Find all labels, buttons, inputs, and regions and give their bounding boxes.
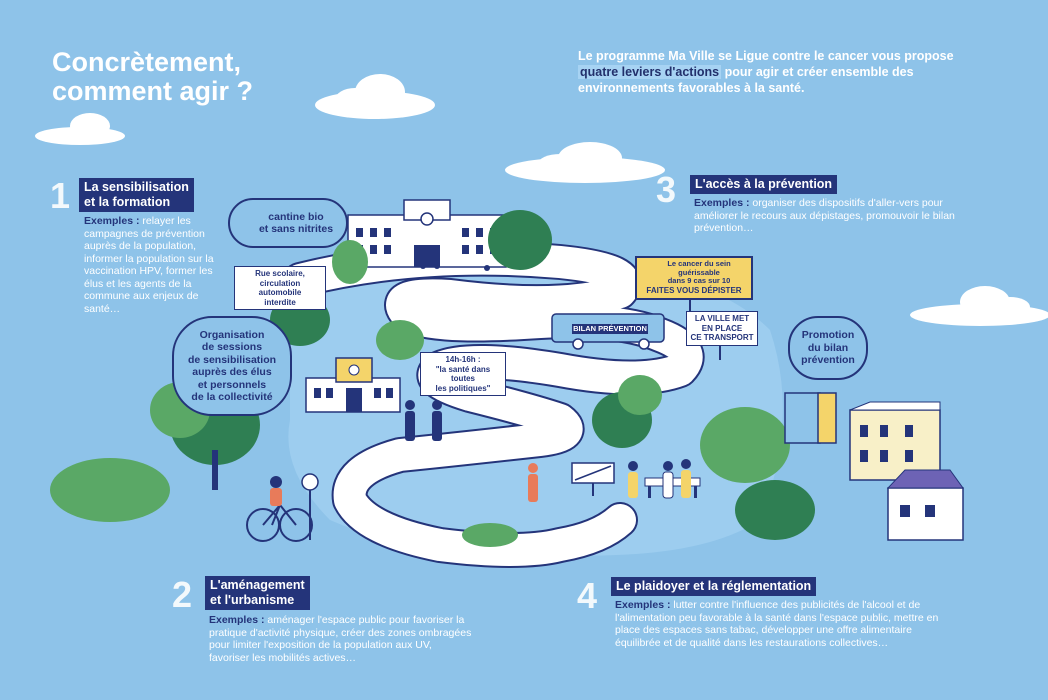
- intro-part-2: pour agir et créer ensemble des environn…: [578, 65, 914, 95]
- cloud-icon: [505, 142, 665, 183]
- lever-4-title: Le plaidoyer et la réglementation: [611, 577, 817, 596]
- cyclist-icon: [246, 473, 319, 542]
- examples-text: aménager l'espace public pour favoriser …: [209, 614, 472, 664]
- lever-2-title: L'aménagement et l'urbanisme: [205, 576, 310, 610]
- lever-3-title: L'accès à la prévention: [690, 175, 838, 194]
- examples-text: relayer les campagnes de prévention aupr…: [84, 215, 214, 315]
- bubble-cantine: cantine bio et sans nitrites: [228, 198, 348, 248]
- bubble-bilan: Promotion du bilan prévention: [788, 316, 868, 380]
- examples-text: organiser des dispositifs d'aller-vers p…: [694, 197, 955, 234]
- poster-depistage: Le cancer du sein guérissable dans 9 cas…: [635, 256, 753, 300]
- no-smoking-sign: [571, 462, 615, 496]
- school-building: [347, 199, 507, 268]
- intro-part-1: Le programme Ma Ville se Ligue contre le…: [578, 49, 954, 63]
- lever-2-number: 2: [172, 574, 193, 615]
- cloud-icon: [910, 286, 1048, 326]
- lever-4-number: 4: [577, 575, 598, 616]
- poster-cta: FAITES VOUS DÉPISTER: [646, 285, 742, 295]
- cloud-icon: [315, 74, 435, 119]
- examples-label: Exemples :: [694, 197, 750, 209]
- apartment-building: [784, 392, 964, 541]
- examples-label: Exemples :: [84, 215, 140, 227]
- people-icon: [405, 263, 691, 502]
- cloud-icon: [35, 113, 125, 145]
- page-title: Concrètement, comment agir ?: [52, 47, 254, 106]
- lever-1-examples: Exemples : relayer les campagnes de prév…: [84, 215, 224, 315]
- bus-label: BILAN PRÉVENTION: [573, 324, 647, 333]
- road: [282, 240, 705, 568]
- sign-sante-politiques: 14h-16h : "la santé dans toutes les poli…: [420, 352, 506, 396]
- lever-3-examples: Exemples : organiser des dispositifs d'a…: [694, 197, 974, 235]
- examples-label: Exemples :: [209, 614, 265, 626]
- intro-highlight: quatre leviers d'actions: [578, 65, 722, 79]
- sign-ville-transport: LA VILLE MET EN PLACE CE TRANSPORT: [686, 311, 758, 346]
- lever-2-examples: Exemples : aménager l'espace public pour…: [209, 614, 474, 664]
- lever-1-number: 1: [50, 175, 71, 216]
- poster-line: Le cancer du sein guérissable dans 9 cas…: [667, 259, 731, 285]
- lever-1-title: La sensibilisation et la formation: [79, 178, 194, 212]
- lever-3-number: 3: [656, 169, 677, 210]
- examples-text: lutter contre l'influence des publicités…: [615, 599, 939, 649]
- bubble-sessions: Organisation de sessions de sensibilisat…: [172, 316, 292, 416]
- town-hall-building: [305, 357, 401, 413]
- lever-4-examples: Exemples : lutter contre l'influence des…: [615, 599, 960, 649]
- sign-rue-scolaire: Rue scolaire, circulation automobile int…: [234, 266, 326, 310]
- intro-text: Le programme Ma Ville se Ligue contre le…: [578, 48, 958, 96]
- examples-label: Exemples :: [615, 599, 671, 611]
- bus-icon: [551, 313, 665, 350]
